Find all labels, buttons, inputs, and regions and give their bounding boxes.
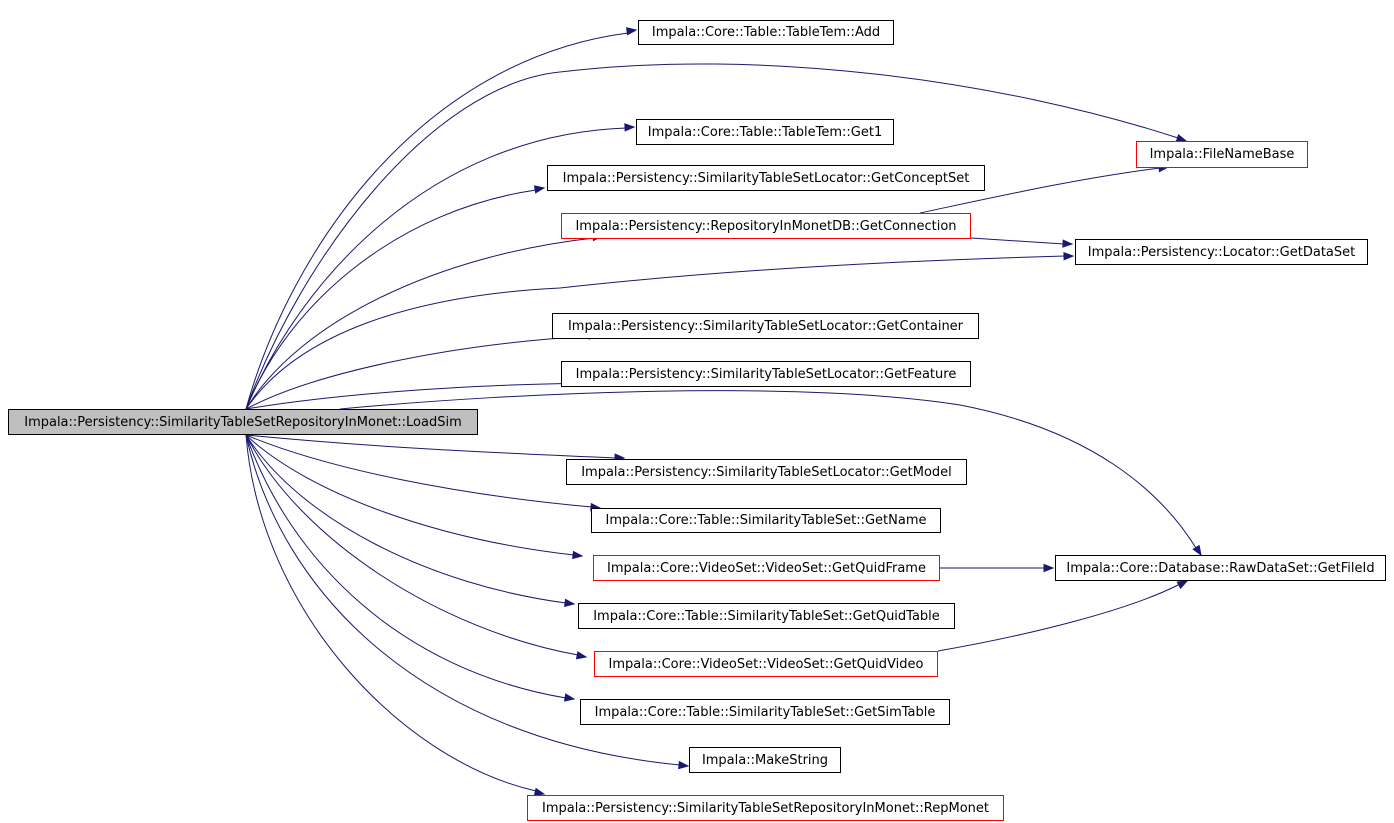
node-locator-getdataset[interactable]: Impala::Persistency::Locator::GetDataSet [1075, 239, 1368, 265]
node-tabletem-get1[interactable]: Impala::Core::Table::TableTem::Get1 [636, 119, 894, 145]
arrowhead-root-to-add [626, 27, 638, 36]
edge-stub-root-to-get1 [624, 126, 627, 129]
arrowhead-root-to-getdataset [1063, 252, 1075, 261]
node-getconceptset[interactable]: Impala::Persistency::SimilarityTableSetL… [547, 165, 985, 191]
node-getconnection[interactable]: Impala::Persistency::RepositoryInMonetDB… [561, 213, 971, 239]
edge-root-to-get1 [245, 127, 627, 410]
node-tabletem-add[interactable]: Impala::Core::Table::TableTem::Add [638, 20, 894, 45]
arrowhead-root-to-getquidvideo [575, 651, 588, 660]
edge-root-to-getname [245, 434, 593, 508]
edge-getconnection-to-getdataset [970, 237, 1065, 245]
edge-root-to-getdataset [245, 255, 1066, 410]
node-getcontainer[interactable]: Impala::Persistency::SimilarityTableSetL… [552, 313, 979, 339]
node-root-loadsim: Impala::Persistency::SimilarityTableSetR… [8, 409, 478, 435]
node-getname[interactable]: Impala::Core::Table::SimilarityTableSet:… [591, 508, 941, 533]
arrowhead-root-to-getfileid [1192, 544, 1202, 557]
edge-root-to-getconnection [245, 237, 595, 410]
node-makestring[interactable]: Impala::MakeString [689, 747, 841, 773]
node-getfileid[interactable]: Impala::Core::Database::RawDataSet::GetF… [1055, 555, 1386, 581]
arrowhead-root-to-get1 [624, 123, 636, 132]
arrowhead-root-to-makestring [678, 760, 690, 770]
edge-root-to-getsimtable [245, 434, 567, 699]
edge-getconnection-to-filenamebase [919, 167, 1161, 214]
arrowhead-root-to-getquidframe [572, 550, 584, 560]
node-filenamebase[interactable]: Impala::FileNameBase [1136, 141, 1308, 168]
edge-root-to-add [245, 32, 629, 410]
edge-root-to-repmonet [245, 434, 537, 792]
edge-root-to-filenamebase [245, 63, 1179, 410]
edge-root-to-getquidvideo [245, 434, 579, 656]
arrowhead-getconnection-to-getdataset [1062, 239, 1074, 248]
node-repmonet[interactable]: Impala::Persistency::SimilarityTableSetR… [527, 795, 1004, 821]
node-getmodel[interactable]: Impala::Persistency::SimilarityTableSetL… [566, 459, 967, 485]
edge-stub-root-to-add [626, 31, 629, 34]
edge-root-to-getmodel [245, 434, 617, 459]
edge-root-to-getcontainer [245, 335, 591, 410]
edge-root-to-getfeature [245, 382, 605, 410]
edge-root-to-getfileid [339, 390, 1197, 549]
edge-stub-getquidvideo-to-getfileid [1178, 583, 1181, 586]
node-getfeature[interactable]: Impala::Persistency::SimilarityTableSetL… [561, 361, 971, 387]
edge-root-to-makestring [245, 434, 681, 766]
edge-stub-root-to-repmonet [534, 790, 537, 793]
node-getquidtable[interactable]: Impala::Core::Table::SimilarityTableSet:… [578, 603, 955, 629]
edge-root-to-getconceptset [245, 189, 537, 410]
edge-root-to-getquidframe [245, 434, 575, 556]
node-getsimtable[interactable]: Impala::Core::Table::SimilarityTableSet:… [580, 699, 950, 725]
edge-stub-root-to-getconceptset [534, 188, 537, 191]
arrowhead-getquidframe-to-getfileid [1043, 563, 1055, 573]
node-getquidvideo[interactable]: Impala::Core::VideoSet::VideoSet::GetQui… [594, 651, 938, 677]
arrowhead-root-to-getconceptset [533, 185, 546, 194]
node-getquidframe[interactable]: Impala::Core::VideoSet::VideoSet::GetQui… [593, 555, 940, 581]
edge-root-to-getquidtable [245, 434, 567, 604]
edge-getquidvideo-to-getfileid [937, 583, 1181, 652]
